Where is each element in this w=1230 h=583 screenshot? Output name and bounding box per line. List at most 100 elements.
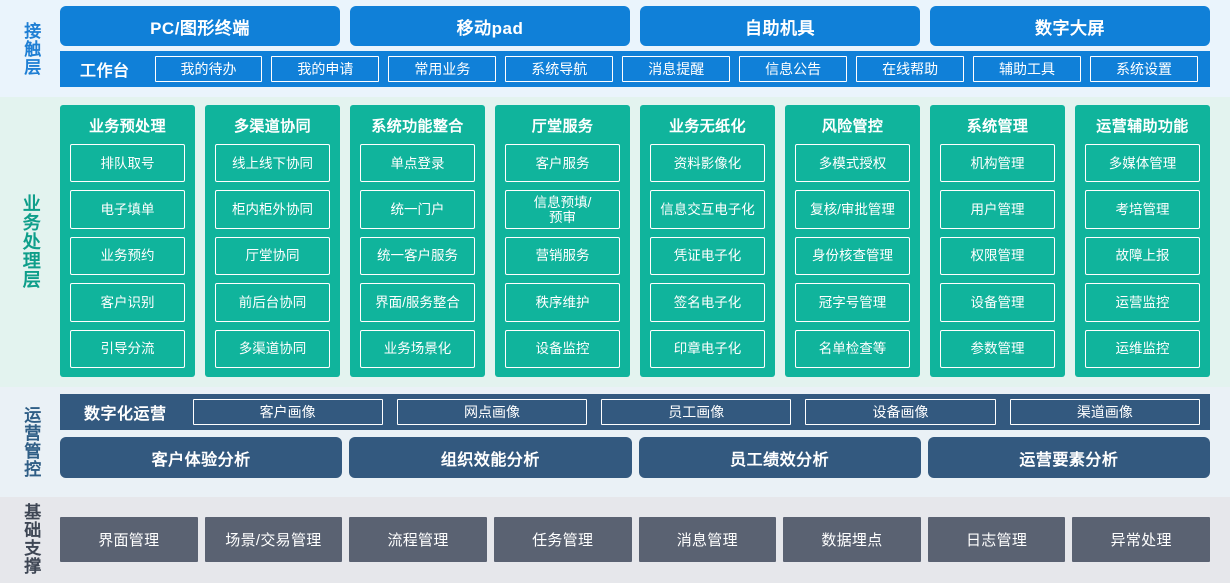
business-item[interactable]: 电子填单 bbox=[70, 190, 185, 229]
business-column-title: 系统管理 bbox=[966, 118, 1029, 135]
business-item[interactable]: 排队取号 bbox=[70, 144, 185, 183]
business-item[interactable]: 考培管理 bbox=[1085, 190, 1200, 229]
foundation-item-log-management[interactable]: 日志管理 bbox=[927, 516, 1066, 562]
foundation-item-exception-handling[interactable]: 异常处理 bbox=[1072, 516, 1210, 562]
portrait-employee[interactable]: 员工画像 bbox=[601, 399, 792, 425]
business-column-title: 多渠道协同 bbox=[233, 118, 311, 135]
business-item[interactable]: 复核/审批管理 bbox=[795, 190, 910, 229]
foundation-item-process-management[interactable]: 流程管理 bbox=[349, 516, 487, 562]
digital-operations-title: 数字化运营 bbox=[84, 406, 167, 423]
business-item[interactable]: 前后台协同 bbox=[215, 283, 330, 322]
business-item[interactable]: 身份核查管理 bbox=[795, 236, 910, 276]
business-item[interactable]: 权限管理 bbox=[940, 236, 1055, 276]
business-item[interactable]: 名单检查等 bbox=[795, 329, 910, 369]
operations-layer-body: 数字化运营 客户画像 网点画像 员工画像 设备画像 渠道画像 客户体验分析 组织… bbox=[60, 394, 1210, 489]
portrait-branch[interactable]: 网点画像 bbox=[396, 399, 588, 425]
business-item[interactable]: 运营监控 bbox=[1085, 283, 1200, 322]
business-item[interactable]: 客户服务 bbox=[505, 144, 620, 183]
business-item[interactable]: 秩序维护 bbox=[505, 283, 620, 322]
business-item[interactable]: 统一客户服务 bbox=[360, 236, 475, 276]
business-item[interactable]: 多模式授权 bbox=[795, 144, 910, 183]
analysis-customer-experience[interactable]: 客户体验分析 bbox=[60, 437, 343, 478]
channel-box-self-service[interactable]: 自助机具 bbox=[640, 6, 920, 46]
analysis-employee-performance[interactable]: 员工绩效分析 bbox=[638, 437, 921, 478]
business-item[interactable]: 设备管理 bbox=[940, 283, 1055, 322]
business-item[interactable]: 参数管理 bbox=[940, 329, 1055, 369]
business-column-operation-support: 运营辅助功能 多媒体管理 考培管理 故障上报 运营监控 运维监控 bbox=[1075, 105, 1210, 377]
business-column-title: 厅堂服务 bbox=[531, 118, 594, 135]
portrait-device[interactable]: 设备画像 bbox=[805, 399, 996, 425]
foundation-row: 界面管理 场景/交易管理 流程管理 任务管理 消息管理 数据埋点 日志管理 异常… bbox=[60, 516, 1210, 562]
business-item[interactable]: 印章电子化 bbox=[650, 329, 765, 369]
business-item[interactable]: 凭证电子化 bbox=[650, 236, 765, 276]
business-column-system-management: 系统管理 机构管理 用户管理 权限管理 设备管理 参数管理 bbox=[930, 105, 1065, 377]
workbench-item-my-todo[interactable]: 我的待办 bbox=[154, 56, 263, 82]
channel-row: PC/图形终端 移动pad 自助机具 数字大屏 bbox=[60, 6, 1210, 46]
business-item[interactable]: 信息预填/ 预审 bbox=[505, 190, 620, 229]
analysis-operational-elements[interactable]: 运营要素分析 bbox=[927, 437, 1210, 478]
business-item[interactable]: 单点登录 bbox=[360, 144, 475, 183]
channel-box-pc[interactable]: PC/图形终端 bbox=[60, 6, 340, 46]
business-item[interactable]: 运维监控 bbox=[1085, 329, 1200, 369]
workbench-item-common-business[interactable]: 常用业务 bbox=[388, 56, 497, 82]
workbench-item-my-application[interactable]: 我的申请 bbox=[271, 56, 380, 82]
contact-layer-label: 接触层 bbox=[21, 21, 41, 76]
channel-box-digital-screen[interactable]: 数字大屏 bbox=[930, 6, 1210, 46]
business-column-items: 客户服务 信息预填/ 预审 营销服务 秩序维护 设备监控 bbox=[505, 144, 620, 369]
business-column-items: 机构管理 用户管理 权限管理 设备管理 参数管理 bbox=[940, 144, 1055, 369]
business-column-risk-control: 风险管控 多模式授权 复核/审批管理 身份核查管理 冠字号管理 名单检查等 bbox=[785, 105, 920, 377]
business-item[interactable]: 柜内柜外协同 bbox=[215, 190, 330, 229]
business-column-system-integration: 系统功能整合 单点登录 统一门户 统一客户服务 界面/服务整合 业务场景化 bbox=[350, 105, 485, 377]
workbench-item-auxiliary-tools[interactable]: 辅助工具 bbox=[973, 56, 1082, 82]
business-item[interactable]: 故障上报 bbox=[1085, 236, 1200, 276]
foundation-layer-band: 基础支撑 界面管理 场景/交易管理 流程管理 任务管理 消息管理 数据埋点 日志… bbox=[0, 497, 1230, 583]
business-item[interactable]: 统一门户 bbox=[360, 190, 475, 229]
business-item[interactable]: 信息交互电子化 bbox=[650, 190, 765, 229]
business-item[interactable]: 线上线下协同 bbox=[215, 144, 330, 183]
business-layer-band: 业务处理层 业务预处理 排队取号 电子填单 业务预约 客户识别 引导分流 多渠道… bbox=[0, 97, 1230, 387]
portrait-channel[interactable]: 渠道画像 bbox=[1009, 399, 1200, 425]
portrait-customer[interactable]: 客户画像 bbox=[192, 399, 383, 425]
business-layer-body: 业务预处理 排队取号 电子填单 业务预约 客户识别 引导分流 多渠道协同 线上线… bbox=[60, 105, 1210, 377]
workbench-item-online-help[interactable]: 在线帮助 bbox=[856, 56, 965, 82]
business-item[interactable]: 冠字号管理 bbox=[795, 283, 910, 322]
business-item[interactable]: 营销服务 bbox=[505, 236, 620, 276]
business-item[interactable]: 用户管理 bbox=[940, 190, 1055, 229]
foundation-item-message-management[interactable]: 消息管理 bbox=[638, 516, 777, 562]
analysis-organizational-efficiency[interactable]: 组织效能分析 bbox=[349, 437, 632, 478]
foundation-item-scenario-transaction[interactable]: 场景/交易管理 bbox=[204, 516, 343, 562]
business-item[interactable]: 签名电子化 bbox=[650, 283, 765, 322]
business-item[interactable]: 客户识别 bbox=[70, 283, 185, 322]
business-item[interactable]: 引导分流 bbox=[70, 329, 185, 369]
contact-layer-band: 接触层 PC/图形终端 移动pad 自助机具 数字大屏 工作台 我的待办 我的申… bbox=[0, 0, 1230, 97]
business-column-lobby-service: 厅堂服务 客户服务 信息预填/ 预审 营销服务 秩序维护 设备监控 bbox=[495, 105, 630, 377]
workbench-title: 工作台 bbox=[80, 63, 130, 80]
analysis-row: 客户体验分析 组织效能分析 员工绩效分析 运营要素分析 bbox=[60, 437, 1210, 478]
business-item[interactable]: 厅堂协同 bbox=[215, 236, 330, 276]
business-item[interactable]: 业务预约 bbox=[70, 236, 185, 276]
business-item[interactable]: 多媒体管理 bbox=[1085, 144, 1200, 183]
workbench-item-system-settings[interactable]: 系统设置 bbox=[1090, 56, 1198, 82]
business-column-items: 资料影像化 信息交互电子化 凭证电子化 签名电子化 印章电子化 bbox=[650, 144, 765, 369]
business-column-items: 多媒体管理 考培管理 故障上报 运营监控 运维监控 bbox=[1085, 144, 1200, 369]
business-item[interactable]: 多渠道协同 bbox=[215, 329, 330, 369]
business-item[interactable]: 机构管理 bbox=[940, 144, 1055, 183]
workbench-item-info-announcement[interactable]: 信息公告 bbox=[739, 56, 848, 82]
business-item[interactable]: 设备监控 bbox=[505, 329, 620, 369]
business-item[interactable]: 界面/服务整合 bbox=[360, 283, 475, 322]
business-column-items: 线上线下协同 柜内柜外协同 厅堂协同 前后台协同 多渠道协同 bbox=[215, 144, 330, 369]
workbench-row: 工作台 我的待办 我的申请 常用业务 系统导航 消息提醒 信息公告 在线帮助 辅… bbox=[60, 51, 1210, 87]
foundation-item-ui-management[interactable]: 界面管理 bbox=[60, 516, 198, 562]
operations-layer-label: 运营管控 bbox=[21, 405, 41, 478]
business-item[interactable]: 资料影像化 bbox=[650, 144, 765, 183]
business-column-title: 系统功能整合 bbox=[371, 118, 464, 135]
digital-operations-row: 数字化运营 客户画像 网点画像 员工画像 设备画像 渠道画像 bbox=[60, 394, 1210, 430]
foundation-item-task-management[interactable]: 任务管理 bbox=[493, 516, 632, 562]
channel-box-mobile-pad[interactable]: 移动pad bbox=[350, 6, 630, 46]
workbench-item-message-reminder[interactable]: 消息提醒 bbox=[622, 56, 731, 82]
workbench-item-system-navigation[interactable]: 系统导航 bbox=[505, 56, 614, 82]
foundation-layer-label: 基础支撑 bbox=[21, 503, 41, 575]
foundation-item-data-tracking[interactable]: 数据埋点 bbox=[783, 516, 921, 562]
business-item[interactable]: 业务场景化 bbox=[360, 329, 475, 369]
